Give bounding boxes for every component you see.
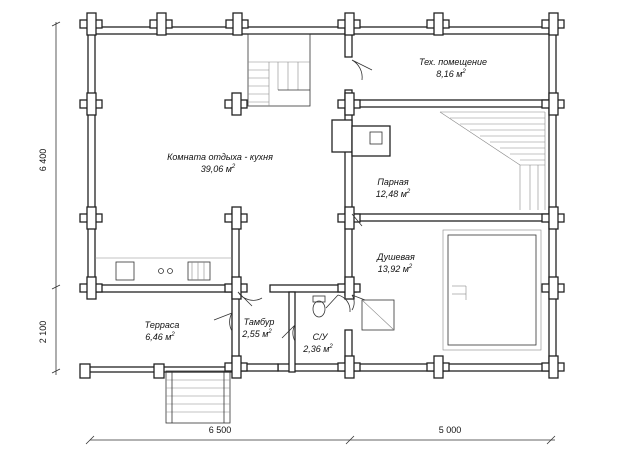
doors [213,59,373,342]
room-label-shower-room: Душевая 13,92 м2 [376,252,415,274]
toilet [312,295,326,318]
room-area: 2,55 м2 [241,329,272,339]
room-name: Парная [377,177,408,187]
room-area: 2,36 м2 [302,344,333,354]
log-joints [79,12,565,379]
dimension-height-lower: 2 100 [38,321,48,344]
room-name: Тамбур [244,317,275,327]
dimension-height-upper: 6 400 [38,149,48,172]
room-name: Терраса [145,320,180,330]
room-area: 39,06 м2 [201,164,236,174]
room-label-tech-room: Тех. помещение 8,16 м2 [419,57,487,79]
room-label-wc: С/У 2,36 м2 [302,332,333,354]
room-label-vestibule: Тамбур 2,55 м2 [241,317,274,339]
dimension-width-left: 6 500 [209,425,232,435]
room-area: 8,16 м2 [436,69,466,79]
kitchen-counter [95,257,232,281]
room-area: 12,48 м2 [376,189,411,199]
room-name: Душевая [376,252,415,262]
room-name: Тех. помещение [419,57,487,67]
room-name: С/У [313,332,329,342]
room-area: 6,46 м2 [145,332,175,342]
room-label-terrace: Терраса 6,46 м2 [145,320,180,342]
staircase-internal [247,33,311,107]
dimension-width-right: 5 000 [439,425,462,435]
shower-tray [361,299,395,331]
stove [331,119,391,157]
room-label-lounge-kitchen: Комната отдыха - кухня 39,06 м2 [167,152,273,174]
entrance-steps [165,370,231,424]
plunge-pool [442,229,542,351]
room-name: Комната отдыха - кухня [167,152,273,162]
dimension-lines [51,21,556,445]
steam-benches [439,111,546,210]
room-area: 13,92 м2 [378,264,413,274]
room-label-steam-room: Парная 12,48 м2 [376,177,411,199]
